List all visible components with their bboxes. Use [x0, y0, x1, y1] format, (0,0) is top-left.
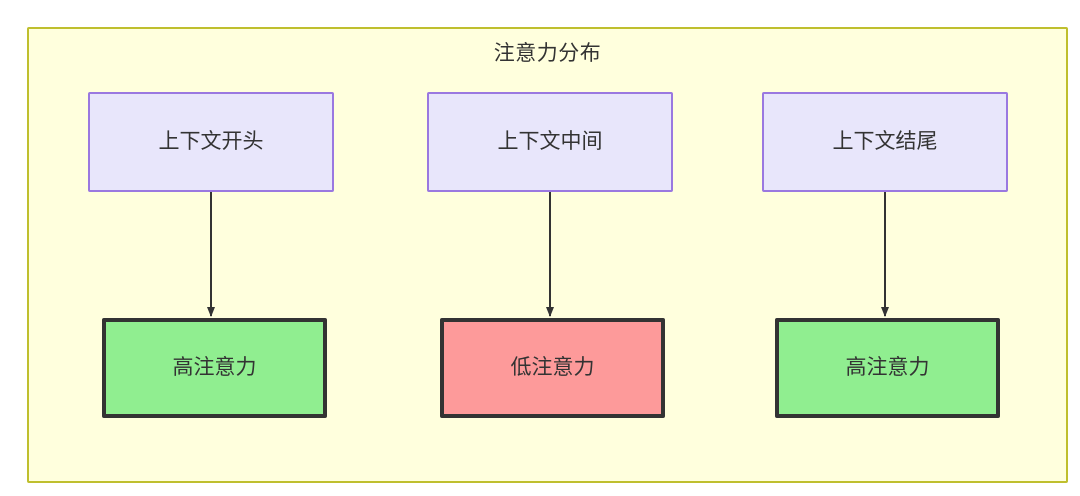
node-context-middle[interactable]: 上下文中间 [427, 92, 673, 192]
node-context-end[interactable]: 上下文结尾 [762, 92, 1008, 192]
node-attention-high-start[interactable]: 高注意力 [102, 318, 327, 418]
diagram-title: 注意力分布 [493, 42, 602, 65]
node-attention-low-middle[interactable]: 低注意力 [440, 318, 665, 418]
node-context-start[interactable]: 上下文开头 [88, 92, 334, 192]
node-attention-high-end[interactable]: 高注意力 [775, 318, 1000, 418]
